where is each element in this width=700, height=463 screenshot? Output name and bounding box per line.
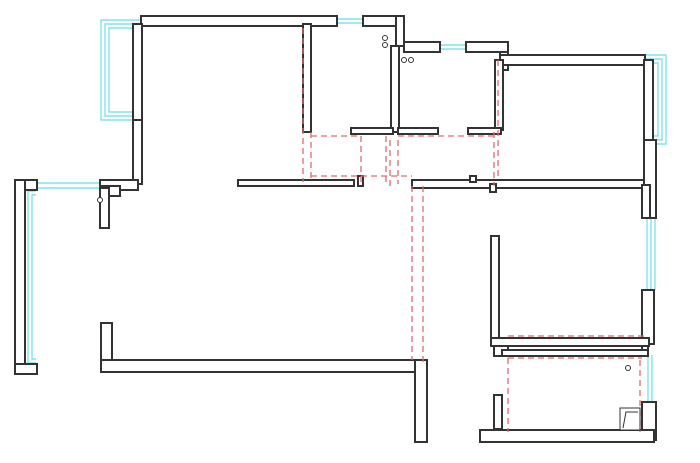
fixtures <box>97 35 641 431</box>
window-balcony-topleft <box>100 19 141 121</box>
window-kitchen <box>337 18 363 24</box>
stove-icon <box>382 35 414 63</box>
floor-drain-icon <box>625 365 631 371</box>
window-balcony-topright <box>645 54 667 145</box>
window-bath <box>440 44 466 50</box>
walls <box>14 15 657 443</box>
floor-drain-icon <box>97 197 103 203</box>
window-bedroom-right <box>646 218 656 290</box>
stair-corner-icon <box>619 407 641 431</box>
windows <box>23 18 667 405</box>
